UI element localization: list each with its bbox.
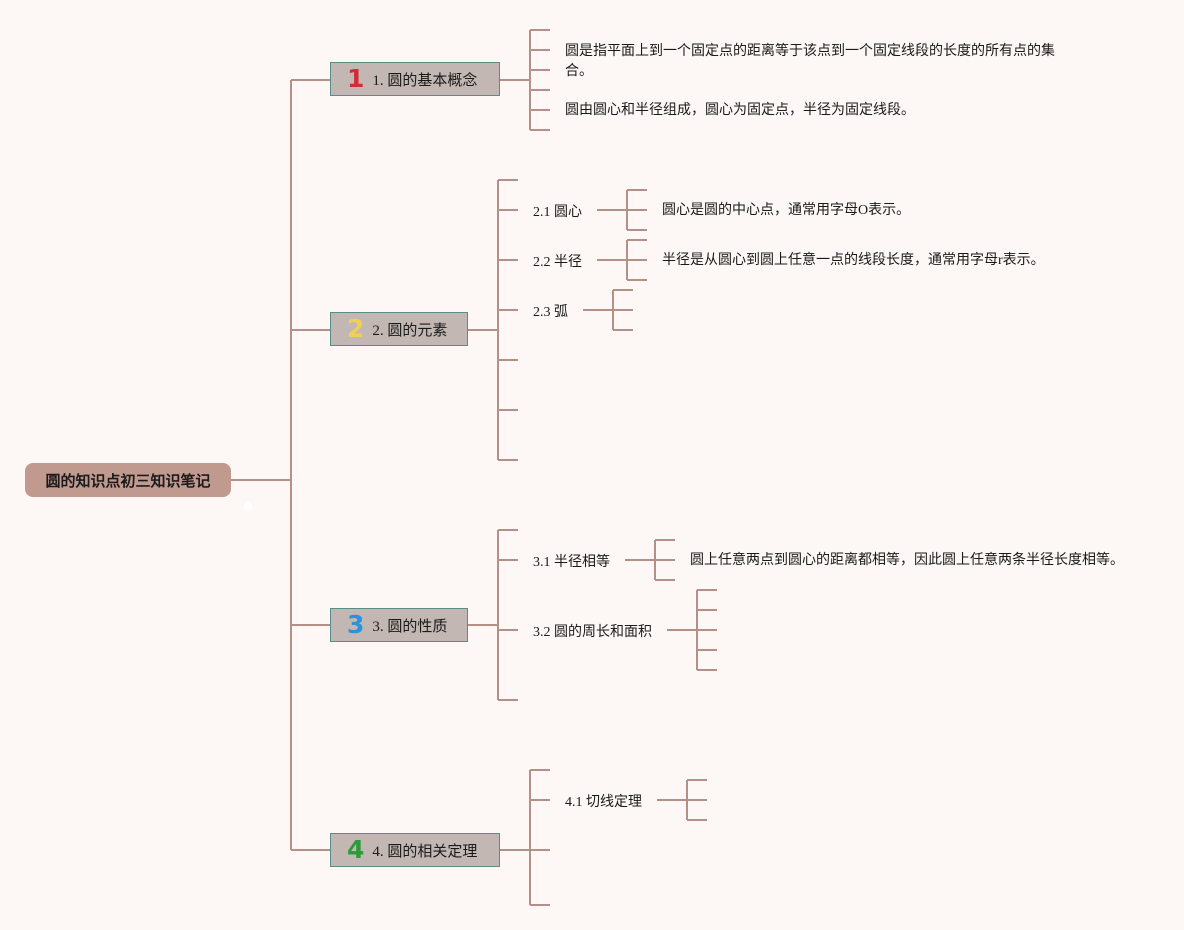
collapse-dot[interactable] <box>244 502 252 510</box>
topic-2-label: 2. 圆的元素 <box>372 322 448 339</box>
subtopic-3-1-note[interactable]: 圆上任意两点到圆心的距离都相等，因此圆上任意两条半径长度相等。 <box>690 553 1124 568</box>
subtopic-3-2[interactable]: 3.2 圆的周长和面积 <box>533 625 652 640</box>
root-label: 圆的知识点初三知识笔记 <box>45 472 211 490</box>
topic-4-node[interactable]: 4 4. 圆的相关定理 <box>330 833 500 867</box>
badge-3-icon: 3 <box>347 610 365 639</box>
badge-4-icon: 4 <box>347 835 365 864</box>
root-node[interactable]: 圆的知识点初三知识笔记 <box>25 463 231 497</box>
topic-1-node[interactable]: 1 1. 圆的基本概念 <box>330 62 500 96</box>
badge-1-icon: 1 <box>347 64 365 93</box>
subtopic-2-2[interactable]: 2.2 半径 <box>533 255 582 270</box>
topic-1-label: 1. 圆的基本概念 <box>372 72 478 89</box>
topic-3-node[interactable]: 3 3. 圆的性质 <box>330 608 468 642</box>
topic-4-label: 4. 圆的相关定理 <box>372 843 478 860</box>
topic-2-node[interactable]: 2 2. 圆的元素 <box>330 312 468 346</box>
subtopic-2-1[interactable]: 2.1 圆心 <box>533 205 582 220</box>
subtopic-2-1-note[interactable]: 圆心是圆的中心点，通常用字母O表示。 <box>662 203 911 218</box>
topic-1-note-1[interactable]: 圆是指平面上到一个固定点的距离等于该点到一个固定线段的长度的所有点的集合。 <box>565 44 1055 79</box>
badge-2-icon: 2 <box>347 314 365 343</box>
subtopic-3-1[interactable]: 3.1 半径相等 <box>533 555 610 570</box>
subtopic-2-3[interactable]: 2.3 弧 <box>533 305 568 320</box>
topic-3-label: 3. 圆的性质 <box>372 618 448 635</box>
subtopic-2-2-note[interactable]: 半径是从圆心到圆上任意一点的线段长度，通常用字母r表示。 <box>662 253 1045 268</box>
subtopic-4-1[interactable]: 4.1 切线定理 <box>565 795 642 810</box>
topic-1-note-2[interactable]: 圆由圆心和半径组成，圆心为固定点，半径为固定线段。 <box>565 103 915 118</box>
